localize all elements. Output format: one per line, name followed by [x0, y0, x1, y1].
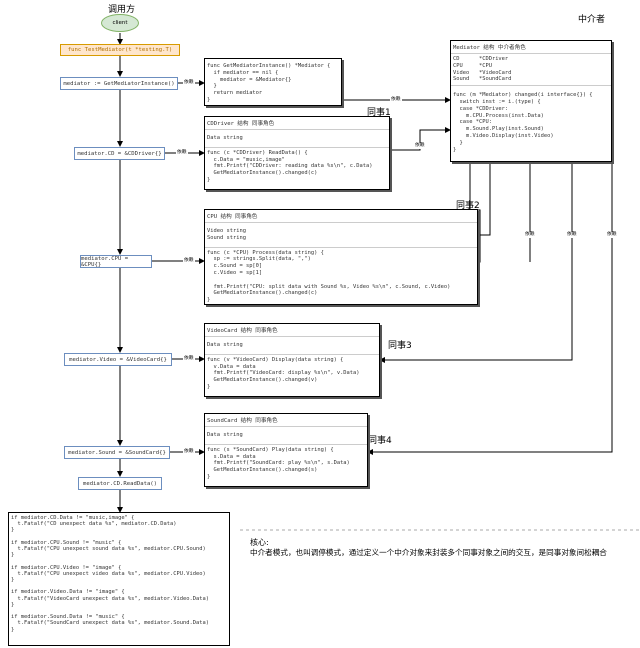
mediator-fields: CD *CDDriver CPU *CPU Video *VideoCard S… — [451, 54, 611, 87]
edge-label-cd-med: 依赖 — [414, 143, 426, 149]
checks-box: if mediator.CD.Data != "music,image" { t… — [8, 512, 230, 646]
colleague-2-label: 同事2 — [456, 201, 480, 211]
checks-code: if mediator.CD.Data != "music,image" { t… — [11, 515, 209, 633]
core-title: 核心: — [250, 538, 269, 547]
mediator-title: 中介者 — [578, 15, 606, 25]
edge-label-med-sound: 依赖 — [606, 232, 618, 238]
colleague-3-header: VideoCard 结构 同事角色 — [205, 324, 379, 337]
step-video: mediator.Video = &VideoCard{} — [64, 353, 172, 366]
test-func-label: func TestMediator(t *testing.T) — [67, 47, 173, 53]
step-sound: mediator.Sound = &SoundCard{} — [64, 446, 170, 459]
edge-label-med-cpu-1: 依赖 — [524, 232, 536, 238]
edge-label-med-video: 依赖 — [566, 232, 578, 238]
mediator-header: Mediator 结构 中介者角色 — [451, 41, 611, 54]
colleague-1-box: CDDriver 结构 同事角色 Data string func (c *CD… — [204, 116, 390, 190]
test-func-box: func TestMediator(t *testing.T) — [60, 44, 180, 56]
colleague-2-header: CPU 结构 同事角色 — [205, 210, 477, 223]
edge-label-sound: 依赖 — [183, 449, 195, 455]
step-get-mediator: mediator := GetMediatorInstance() — [60, 77, 178, 90]
colleague-3-box: VideoCard 结构 同事角色 Data string func (v *V… — [204, 323, 380, 397]
step-read-label: mediator.CD.ReadData() — [82, 480, 158, 487]
colleague-1-fields: Data string — [205, 130, 389, 148]
colleague-2-fields: Video string Sound string — [205, 223, 477, 248]
step-get-mediator-label: mediator := GetMediatorInstance() — [63, 80, 175, 87]
step-read: mediator.CD.ReadData() — [78, 477, 162, 490]
colleague-3-label: 同事3 — [388, 341, 412, 351]
colleague-1-header: CDDriver 结构 同事角色 — [205, 117, 389, 130]
colleague-3-method: func (v *VideoCard) Display(data string)… — [207, 356, 360, 390]
getinst-box: func GetMediatorInstance() *Mediator { i… — [204, 58, 342, 106]
step-video-label: mediator.Video = &VideoCard{} — [69, 356, 167, 363]
colleague-4-method: func (s *SoundCard) Play(data string) { … — [207, 446, 350, 480]
dep-cd-mediator — [390, 127, 451, 151]
edge-label-mediator: 依赖 — [390, 97, 402, 103]
colleague-2-method: func (c *CPU) Process(data string) { sp … — [207, 249, 451, 304]
edge-label-getinst: 依赖 — [183, 80, 195, 86]
edge-label-video: 依赖 — [183, 356, 195, 362]
step-cpu: mediator.CPU = &CPU{} — [80, 255, 152, 268]
colleague-4-label: 同事4 — [368, 436, 392, 446]
colleague-3-fields: Data string — [205, 337, 379, 355]
step-cd: mediator.CD = &CDDriver{} — [74, 147, 165, 160]
core-text: 中介者模式，也叫调停模式，通过定义一个中介对象来封装多个同事对象之间的交互，是同… — [250, 548, 607, 557]
getinst-code: func GetMediatorInstance() *Mediator { i… — [207, 63, 331, 103]
mediator-video-line — [379, 162, 573, 363]
caller-title: 调用方 — [108, 5, 136, 15]
mediator-box: Mediator 结构 中介者角色 CD *CDDriver CPU *CPU … — [450, 40, 612, 162]
edge-label-cd: 依赖 — [176, 150, 188, 156]
step-cpu-label: mediator.CPU = &CPU{} — [81, 255, 129, 268]
mediator-method: func (m *Mediator) changed(i interface{}… — [453, 92, 593, 153]
mediator-sound-line — [367, 162, 613, 455]
client-label: client — [112, 20, 128, 26]
colleague-2-box: CPU 结构 同事角色 Video string Sound string fu… — [204, 209, 478, 305]
step-cd-label: mediator.CD = &CDDriver{} — [77, 150, 162, 157]
colleague-4-box: SoundCard 结构 同事角色 Data string func (s *S… — [204, 413, 368, 487]
colleague-1-method: func (c *CDDriver) ReadData() { c.Data =… — [207, 149, 373, 183]
colleague-4-header: SoundCard 结构 同事角色 — [205, 414, 367, 427]
mediator-cpu-aux — [480, 162, 491, 236]
step-sound-label: mediator.Sound = &SoundCard{} — [68, 449, 166, 456]
client-node: client — [101, 14, 139, 32]
colleague-1-label: 同事1 — [367, 108, 391, 118]
colleague-4-fields: Data string — [205, 427, 367, 445]
edge-label-cpu: 依赖 — [183, 258, 195, 264]
